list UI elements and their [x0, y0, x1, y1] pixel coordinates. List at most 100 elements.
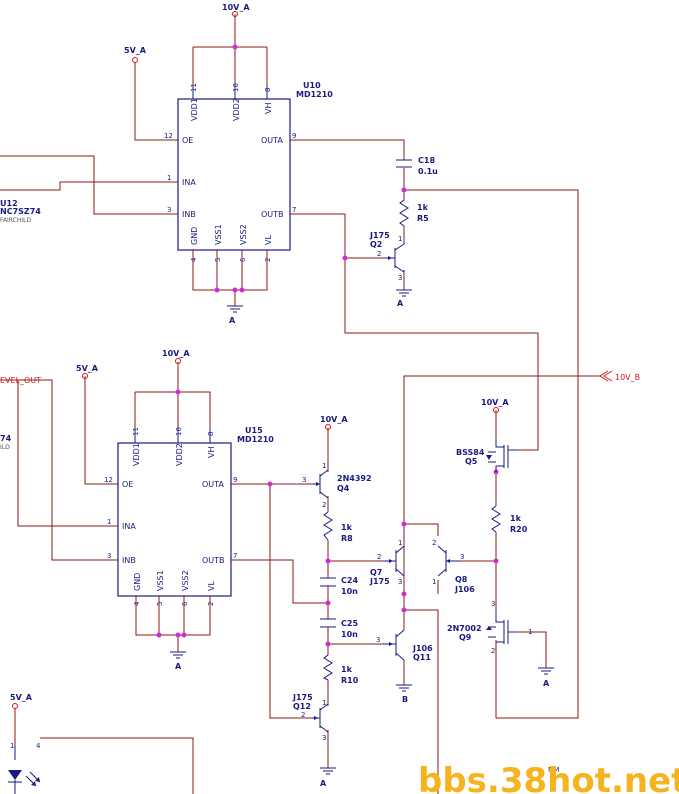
svg-text:INA: INA: [182, 178, 196, 187]
ground-a-q9: A: [538, 667, 554, 688]
svg-text:U15: U15: [245, 426, 263, 435]
transistor-q9: 2N7002 Q9 1 3 2: [447, 600, 532, 655]
svg-text:1k: 1k: [417, 203, 429, 212]
svg-text:A: A: [229, 316, 236, 325]
svg-text:2: 2: [301, 711, 305, 719]
svg-text:12: 12: [104, 476, 113, 484]
svg-text:3: 3: [322, 734, 326, 742]
svg-text:NC7SZ74: NC7SZ74: [0, 207, 41, 216]
svg-text:1: 1: [322, 699, 326, 707]
power-10v-b-port: 10V_B: [599, 370, 640, 382]
transistor-q11: J106 Q11 3: [376, 629, 433, 662]
svg-text:5: 5: [214, 258, 222, 262]
svg-text:Q5: Q5: [465, 457, 478, 466]
svg-text:2: 2: [377, 553, 381, 561]
svg-text:INB: INB: [182, 210, 196, 219]
resistor-r10: 1k R10: [322, 654, 359, 685]
svg-text:74: 74: [0, 434, 12, 443]
svg-text:OE: OE: [182, 136, 193, 145]
svg-text:J106: J106: [454, 585, 475, 594]
svg-text:1: 1: [398, 235, 402, 243]
svg-text:5V_A: 5V_A: [10, 693, 33, 702]
svg-text:J175: J175: [369, 231, 390, 240]
svg-text:4: 4: [133, 601, 141, 606]
svg-text:Q2: Q2: [370, 240, 382, 249]
svg-text:C25: C25: [341, 619, 358, 628]
ground-a-u10: A: [227, 305, 243, 325]
resistor-r5: 1k R5: [399, 199, 429, 227]
transistor-q12: J175 Q12 2 1 3: [292, 693, 329, 742]
svg-text:NM: NM: [548, 766, 559, 774]
svg-text:R5: R5: [417, 214, 429, 223]
svg-text:2: 2: [491, 647, 495, 655]
svg-text:10V_A: 10V_A: [162, 349, 190, 358]
svg-text:1: 1: [528, 628, 532, 636]
svg-text:GND: GND: [190, 227, 199, 245]
svg-text:VL: VL: [207, 581, 216, 591]
svg-text:INB: INB: [122, 556, 136, 565]
svg-text:A: A: [175, 662, 182, 671]
svg-text:3: 3: [376, 636, 380, 644]
svg-text:OE: OE: [122, 480, 133, 489]
svg-text:7: 7: [233, 552, 237, 560]
svg-text:3: 3: [398, 578, 402, 586]
transistor-q5: BSS84 Q5: [456, 440, 516, 472]
ic-u12b-label: 74 ILD: [0, 434, 12, 451]
svg-text:3: 3: [167, 206, 171, 214]
svg-text:EVEL_OUT: EVEL_OUT: [0, 376, 41, 385]
transistor-q8: Q8 J106 3 2 1: [432, 539, 475, 594]
svg-text:3: 3: [398, 274, 402, 282]
svg-text:11: 11: [132, 427, 140, 436]
svg-text:ILD: ILD: [0, 444, 10, 451]
svg-text:A: A: [397, 299, 404, 308]
svg-text:1: 1: [398, 539, 402, 547]
svg-text:U10: U10: [303, 81, 321, 90]
power-10v-a-q4: 10V_A: [320, 415, 348, 430]
power-10v-a-q5: 10V_A: [481, 398, 509, 413]
transistor-q4: 2N4392 Q4 3 1 2: [302, 462, 372, 509]
svg-text:B: B: [402, 695, 408, 704]
svg-text:3: 3: [302, 476, 306, 484]
svg-text:Q9: Q9: [459, 633, 472, 642]
ground-a-q2: A: [396, 289, 412, 308]
svg-text:8: 8: [207, 432, 215, 436]
junction-dots: [156, 44, 499, 647]
svg-text:10: 10: [232, 83, 240, 92]
svg-text:A: A: [320, 779, 327, 788]
svg-text:Q4: Q4: [337, 484, 350, 493]
svg-text:2: 2: [432, 539, 436, 547]
svg-text:VSS1: VSS1: [214, 224, 223, 245]
svg-text:OUTA: OUTA: [202, 480, 224, 489]
transistor-q2: J175 Q2 2 1 3: [369, 231, 405, 282]
svg-text:2: 2: [322, 501, 326, 509]
svg-text:J106: J106: [412, 644, 433, 653]
svg-text:1: 1: [432, 578, 436, 586]
transistor-q7: Q7 J175 2 1 3: [369, 539, 405, 586]
svg-text:J175: J175: [369, 577, 390, 586]
svg-text:10V_A: 10V_A: [481, 398, 509, 407]
capacitor-c24: C24 10n: [320, 576, 358, 596]
svg-text:VL: VL: [264, 235, 273, 245]
ic-u12-label: U12 NC7SZ74 FAIRCHILD: [0, 199, 41, 224]
svg-text:C24: C24: [341, 576, 358, 585]
svg-text:4: 4: [190, 257, 198, 262]
svg-text:6: 6: [239, 257, 247, 262]
svg-text:7: 7: [292, 206, 296, 214]
svg-text:3: 3: [460, 553, 464, 561]
svg-text:2: 2: [207, 602, 215, 606]
power-5v-a-u10: 5V_A: [124, 46, 147, 63]
svg-text:VH: VH: [207, 447, 216, 459]
svg-text:VDD2: VDD2: [232, 98, 241, 121]
svg-text:8: 8: [264, 88, 272, 92]
svg-text:INA: INA: [122, 522, 136, 531]
svg-text:2N4392: 2N4392: [337, 474, 372, 483]
ground-a-q12: A: [320, 767, 336, 788]
svg-text:10: 10: [175, 427, 183, 436]
svg-text:10n: 10n: [341, 630, 358, 639]
svg-text:MD1210: MD1210: [296, 90, 333, 99]
svg-text:5: 5: [156, 602, 164, 606]
svg-text:2: 2: [264, 258, 272, 262]
svg-text:U12: U12: [0, 199, 18, 208]
svg-text:1k: 1k: [341, 523, 353, 532]
led-opto-icon: 1 4: [8, 742, 41, 794]
